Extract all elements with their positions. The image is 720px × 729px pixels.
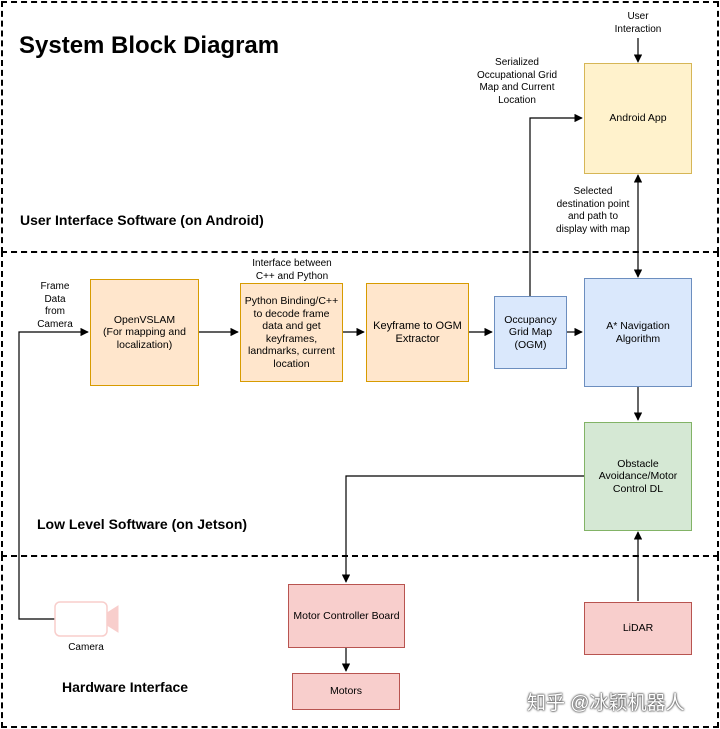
zone-hardware bbox=[1, 555, 719, 728]
node-lidar: LiDAR bbox=[584, 602, 692, 655]
camera-label: Camera bbox=[68, 642, 104, 653]
label-interface: Interface between C++ and Python bbox=[252, 258, 332, 282]
edge-camera-openvslam bbox=[18, 327, 89, 620]
node-motor-controller-board: Motor Controller Board bbox=[288, 584, 405, 648]
camera-icon bbox=[54, 601, 119, 637]
node-ogm: Occupancy Grid Map (OGM) bbox=[494, 296, 567, 369]
node-obstacle-avoidance: Obstacle Avoidance/Motor Control DL bbox=[584, 422, 692, 531]
node-android-app: Android App bbox=[584, 63, 692, 174]
zone-title-low: Low Level Software (on Jetson) bbox=[37, 516, 248, 532]
label-user-interaction: User Interaction bbox=[614, 11, 662, 35]
node-openvslam: OpenVSLAM (For mapping and localization) bbox=[90, 279, 199, 386]
zone-title-ui: User Interface Software (on Android) bbox=[20, 212, 264, 228]
zone-title-hw: Hardware Interface bbox=[62, 679, 189, 695]
node-keyframe-ogm: Keyframe to OGM Extractor bbox=[366, 283, 469, 382]
label-serialized: Serialized Occupational Grid Map and Cur… bbox=[476, 57, 558, 106]
node-motors: Motors bbox=[292, 673, 400, 710]
edge-obstacle-motorboard bbox=[341, 475, 584, 583]
edge-ogm-android bbox=[529, 113, 583, 296]
label-frame-data: Frame Data from Camera bbox=[37, 281, 73, 330]
watermark: 知乎 @冰颖机器人 bbox=[527, 693, 685, 714]
node-python-binding: Python Binding/C++ to decode frame data … bbox=[240, 283, 343, 382]
diagram-title: System Block Diagram bbox=[19, 32, 280, 59]
node-astar: A* Navigation Algorithm bbox=[584, 278, 692, 387]
label-selected-destination: Selected destination point and path to d… bbox=[556, 186, 630, 235]
